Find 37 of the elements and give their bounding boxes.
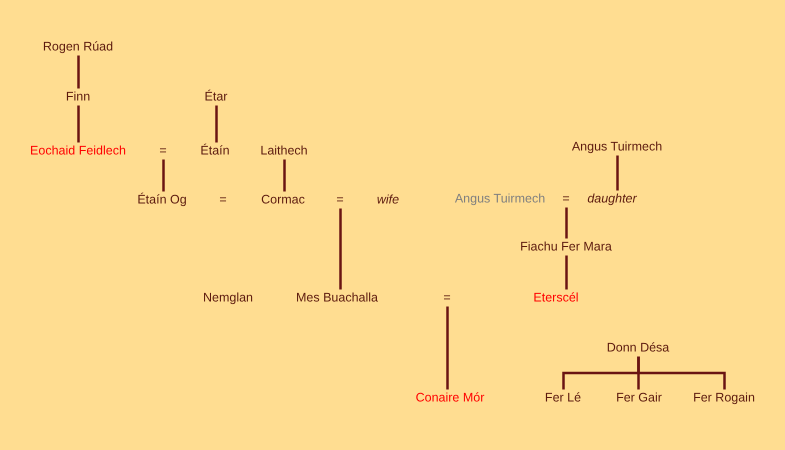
person-name: Angus Tuirmech xyxy=(454,190,546,208)
marriage-sign: = xyxy=(158,142,168,160)
connector-line xyxy=(565,256,568,290)
person-name: Fer Gair xyxy=(615,390,663,406)
person-name: Fer Rogain xyxy=(692,390,756,406)
connector-line xyxy=(162,160,165,192)
connector-line xyxy=(77,106,80,142)
connector-line xyxy=(339,208,342,290)
person-name: Mes Buachalla xyxy=(295,290,379,306)
connector-line xyxy=(77,56,80,88)
connector-line xyxy=(565,208,568,238)
connector-line xyxy=(616,156,619,190)
person-name: Laithech xyxy=(259,142,309,160)
person-name: daughter xyxy=(586,190,638,208)
person-name: Finn xyxy=(64,88,92,106)
connector-line xyxy=(283,160,286,192)
marriage-sign: = xyxy=(442,290,452,306)
person-name: Rogen Rúad xyxy=(42,38,114,56)
person-name: Eterscél xyxy=(532,290,580,306)
person-name: Eochaid Feidlech xyxy=(29,142,127,160)
person-name: Fiachu Fer Mara xyxy=(519,238,613,256)
person-name: Angus Tuirmech xyxy=(570,138,664,156)
person-name: Étaín xyxy=(199,142,231,160)
person-name: Conaire Mór xyxy=(414,390,486,406)
person-name: Fer Lé xyxy=(544,390,582,406)
marriage-sign: = xyxy=(561,190,571,208)
person-name: Étaín Og xyxy=(136,192,188,208)
person-name: Cormac xyxy=(260,192,306,208)
person-name: Étar xyxy=(204,88,228,106)
marriage-sign: = xyxy=(335,192,345,208)
person-name: Donn Désa xyxy=(606,340,670,356)
connector-line xyxy=(446,306,449,390)
person-name: Nemglan xyxy=(202,290,254,306)
person-name: wife xyxy=(376,192,400,208)
marriage-sign: = xyxy=(218,192,228,208)
connector-line xyxy=(215,106,218,142)
connector-line xyxy=(637,356,726,390)
